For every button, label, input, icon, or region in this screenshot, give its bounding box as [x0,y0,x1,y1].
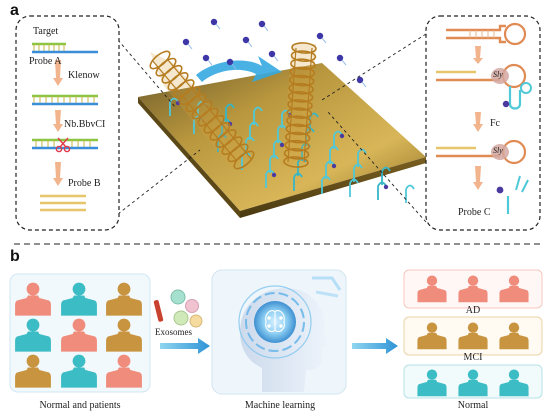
dna-nanotube-left [149,50,255,170]
enzyme-label-2: Sly [493,146,503,155]
cleaved-probe-c [496,175,529,214]
person-icon [15,318,51,352]
hairpin-probe-icon [169,97,181,116]
person-icon [499,275,529,303]
group-ad-label: AD [465,305,481,316]
exosome-particle-icon [268,50,279,62]
arrow-to-ml-icon [160,338,210,354]
arrow-to-groups-icon [352,338,398,354]
normal-and-patients-label: Normal and patients [39,400,121,411]
person-icon [458,275,488,303]
klenow-label: Klenow [68,70,100,81]
left-inset-box [15,15,120,231]
exosome-particle-icon [336,54,347,66]
down-arrow-icon [473,46,483,64]
down-arrow-icon [53,110,63,132]
right-inset-diagram [436,22,532,214]
person-icon [15,354,51,388]
person-icon [106,318,142,352]
enzyme-label-1: Sly [493,70,503,79]
probe-b-strands [40,194,86,212]
floating-particles [182,18,367,88]
probe-a-label: Probe A [29,56,62,67]
nicking-enzyme-label: Nb.BbvCI [64,119,106,130]
exosome-particle-icon [202,54,213,66]
exosome-particle-icon [226,58,237,70]
hairpin-probe-icon [349,178,359,197]
patient-icon-grid [15,282,142,388]
hairpin-probe-icon [405,184,415,203]
enzyme-complex-1 [436,63,532,110]
person-icon [499,322,529,350]
machine-learning-label: Machine learning [244,400,316,411]
target-probe-a-duplex [32,42,98,54]
hairpin-probe [446,22,527,46]
exosome-particle-icon [316,32,327,44]
hairpin-probe-icon [321,175,331,194]
right-inset-box [425,15,541,231]
exosome-particle-icon [242,36,253,48]
person-icon [106,354,142,388]
down-arrow-icon [473,166,483,190]
probe-b-label: Probe B [68,178,101,189]
dna-nanotube-right [282,42,317,168]
down-arrow-icon [473,112,483,132]
transfer-arrow [196,56,282,82]
brain-icon [265,310,285,333]
probe-c-label: Probe C [458,207,491,218]
inset-connector-lines [117,33,427,223]
scissors-icon [55,137,71,153]
person-icon [61,282,97,316]
panel-a-letter: a [10,2,19,19]
exosome-particle-icon [258,20,269,32]
exosome-particle-icon [356,76,367,88]
ai-head-graphic [238,276,342,392]
person-icon [417,275,447,303]
extended-duplex [32,94,98,106]
person-icon [106,282,142,316]
exosome-particle-icon [182,38,193,50]
panel-b-letter: b [10,248,20,265]
person-icon [61,318,97,352]
hairpin-probe-icon [293,172,303,191]
enzyme-complex-2 [436,139,527,165]
person-icon [15,282,51,316]
person-icon [417,369,447,397]
down-arrow-icon [53,162,63,186]
hairpin-probe-icon [265,169,277,188]
target-label: Target [33,26,59,37]
down-arrow-icon [53,60,63,86]
person-icon [499,369,529,397]
person-icon [458,369,488,397]
exosome-samples [153,289,203,328]
group-ad-card [403,269,543,309]
exosome-particle-icon [210,18,221,30]
person-icon [417,322,447,350]
left-inset-diagram [32,42,98,212]
hairpin-probe-array [169,97,415,203]
exosomes-label: Exosomes [155,327,192,337]
group-mci-label: MCI [463,352,483,363]
group-normal-card [403,364,543,399]
group-mci-card [403,316,543,356]
person-icon [458,322,488,350]
hairpin-probe-icon [377,181,389,200]
fc-label: Fc [490,118,500,129]
group-normal-label: Normal [457,400,489,411]
person-icon [61,354,97,388]
